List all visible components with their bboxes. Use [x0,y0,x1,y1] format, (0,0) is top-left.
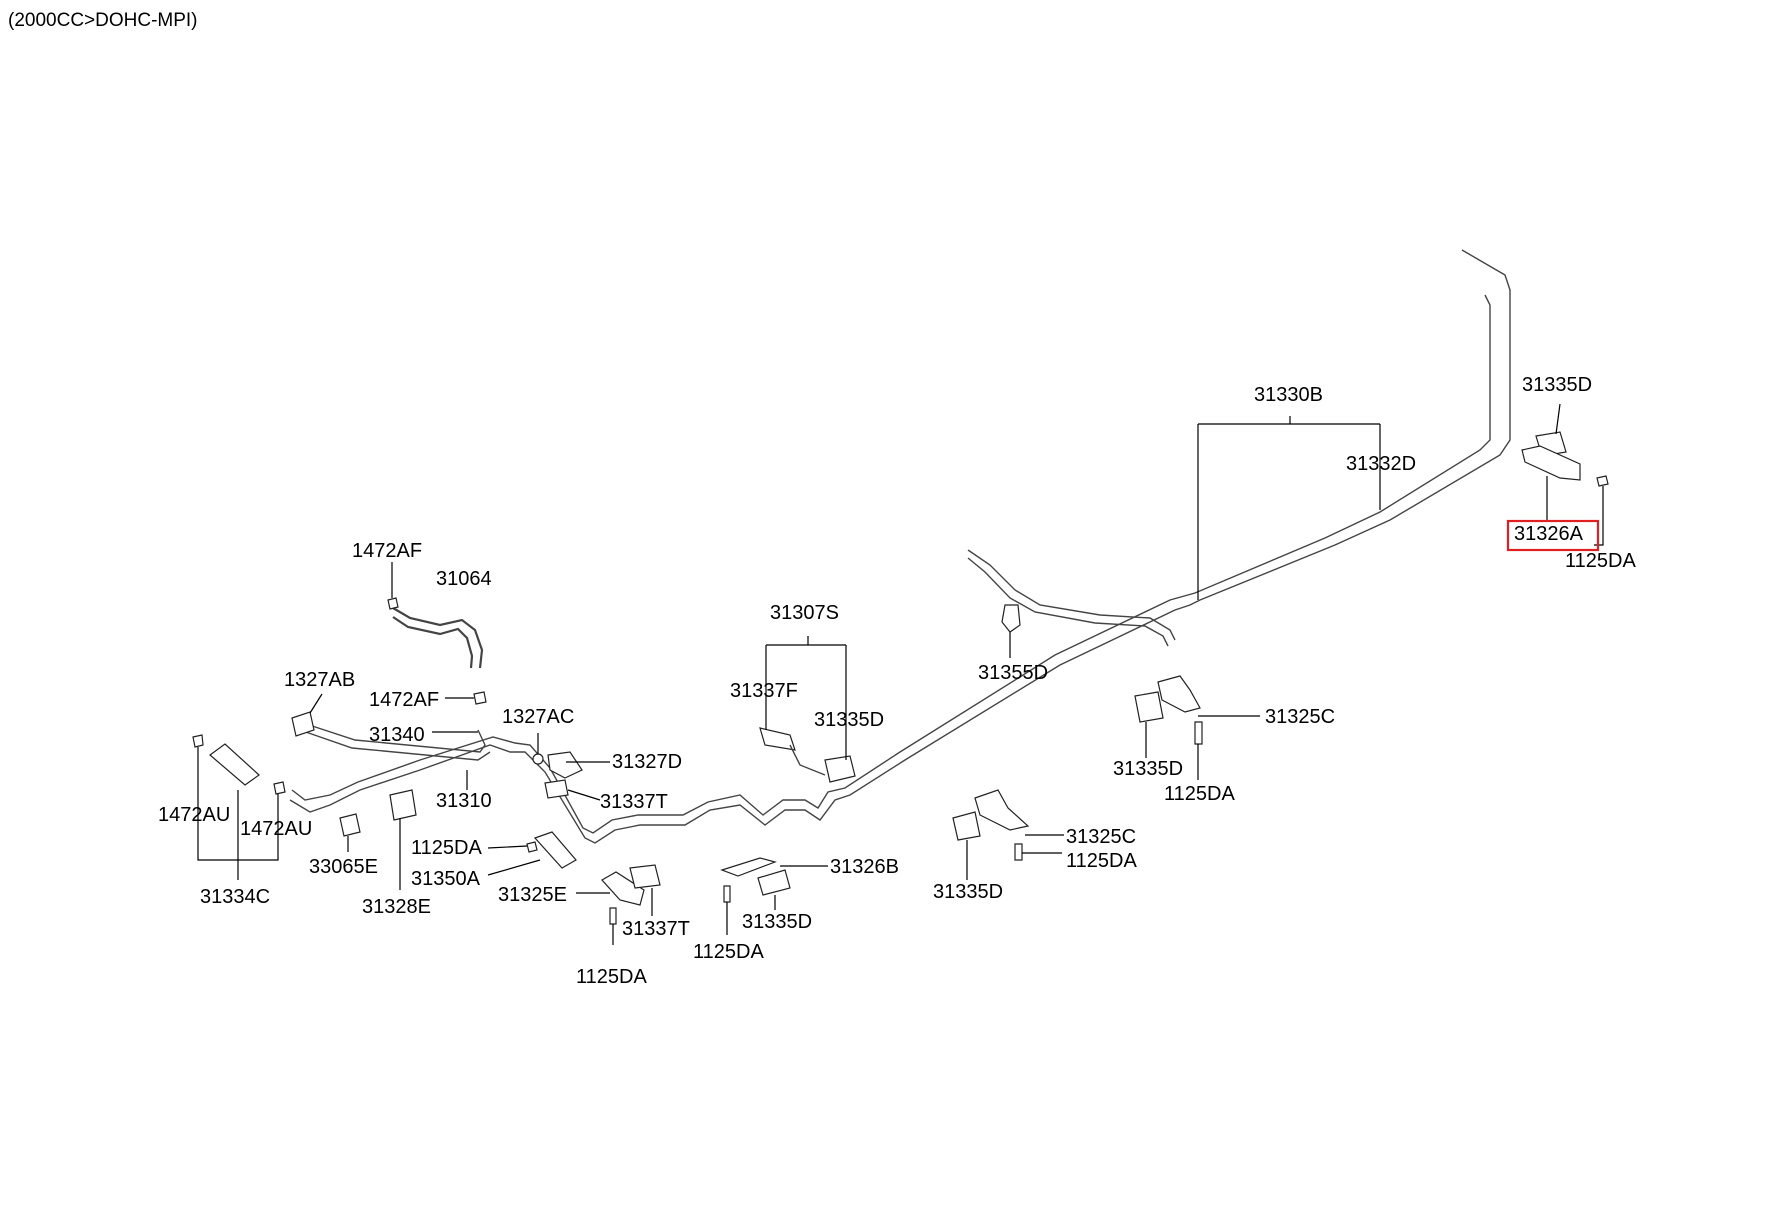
callout-31064[interactable]: 31064 [436,568,492,590]
callout-31337F[interactable]: 31337F [730,680,798,702]
parts [192,431,1609,925]
hose-31064-b [392,616,474,669]
callout-31335D-d[interactable]: 31335D [933,881,1003,903]
callout-1125DA-f[interactable]: 1125DA [693,941,764,963]
callout-31307S[interactable]: 31307S [770,602,839,624]
branch-line-upper [967,549,1176,641]
callout-1472AU-right[interactable]: 1472AU [240,818,312,840]
callout-31337T-lower[interactable]: 31337T [622,918,690,940]
callout-31332D[interactable]: 31332D [1346,453,1416,475]
callout-1125DA-d[interactable]: 1125DA [411,837,482,859]
part-1327AC [532,753,544,765]
part-31337T-upper [544,779,569,799]
callout-31335D-top[interactable]: 31335D [1522,374,1592,396]
callout-31335D-b[interactable]: 31335D [814,709,884,731]
callout-1125DA-top[interactable]: 1125DA [1565,550,1636,572]
callout-1472AF-lower[interactable]: 1472AF [369,689,439,711]
callout-1327AC[interactable]: 1327AC [502,706,574,728]
part-31325C-lower [974,789,1030,831]
part-1125DA-bolt-f [723,885,731,903]
callout-31334C[interactable]: 31334C [200,886,270,908]
callout-31325C-lower[interactable]: 31325C [1066,826,1136,848]
callout-31335D-e[interactable]: 31335D [742,911,812,933]
part-31325C-upper [1157,675,1201,713]
leader-lines [197,403,1604,945]
callout-31350A[interactable]: 31350A [411,868,481,890]
part-31334C-tube [209,743,260,786]
diagram-header: (2000CC>DOHC-MPI) [8,10,198,31]
part-31355D [1001,604,1021,633]
callout-1125DA-e[interactable]: 1125DA [576,966,647,988]
part-1472AU-right [273,781,286,795]
part-31350A [533,831,577,869]
part-31337T-lower [629,864,661,889]
main-fuel-line-upper [289,249,1511,844]
fuel-lines [209,249,1511,844]
callout-31325E[interactable]: 31325E [498,884,567,906]
callout-31326B[interactable]: 31326B [830,856,899,878]
callout-1472AF-upper[interactable]: 1472AF [352,540,422,562]
part-31325E [601,871,645,906]
part-31335D-clip-e [757,869,791,896]
callout-31355D[interactable]: 31355D [978,662,1048,684]
part-1472AF-lower [473,691,487,705]
callout-33065E[interactable]: 33065E [309,856,378,878]
part-31335D-clip-d [952,811,981,841]
part-1472AF-upper [387,597,399,610]
callout-31325C-upper[interactable]: 31325C [1265,706,1335,728]
highlight-box-31326A [1506,519,1600,552]
callout-1125DA-b[interactable]: 1125DA [1164,783,1235,805]
part-1125DA-bolt-d [526,841,538,853]
part-1125DA-bolt-c [1014,843,1023,861]
callout-31310[interactable]: 31310 [436,790,492,812]
callout-1327AB[interactable]: 1327AB [284,669,355,691]
part-31327D [547,751,583,779]
callout-1125DA-c[interactable]: 1125DA [1066,850,1137,872]
part-31328E [389,789,417,821]
callout-31335D-c[interactable]: 31335D [1113,758,1183,780]
part-33065E [339,813,361,837]
pipe-31340 [299,721,486,753]
callout-1472AU-left[interactable]: 1472AU [158,804,230,826]
part-1327AB [291,711,315,737]
branch-line-lower [967,557,1169,647]
callout-31340[interactable]: 31340 [369,724,425,746]
part-31335D-clip-c [1134,691,1164,723]
part-1125DA-bolt-top [1596,475,1609,487]
pipe-31340-b [299,729,491,761]
callout-31326A[interactable]: 31326A [1514,523,1584,545]
callout-31327D[interactable]: 31327D [612,751,682,773]
part-31337F [759,727,796,751]
part-31326B [720,857,777,877]
hose-31064 [392,607,484,669]
part-31335D-clip-b [824,755,856,783]
callout-labels: 31335D 31330B 31332D 31326A 1125DA 1472A… [158,374,1636,988]
callout-31337T-upper[interactable]: 31337T [600,791,668,813]
part-31307S-link [789,744,826,776]
callout-31328E[interactable]: 31328E [362,896,431,918]
part-1125DA-bolt-b [1194,721,1203,745]
part-1472AU-left [192,734,204,748]
callout-31330B[interactable]: 31330B [1254,384,1323,406]
part-31326A-bracket [1521,445,1581,481]
main-fuel-line-lower [291,294,1491,834]
part-1125DA-bolt-e [609,907,617,925]
